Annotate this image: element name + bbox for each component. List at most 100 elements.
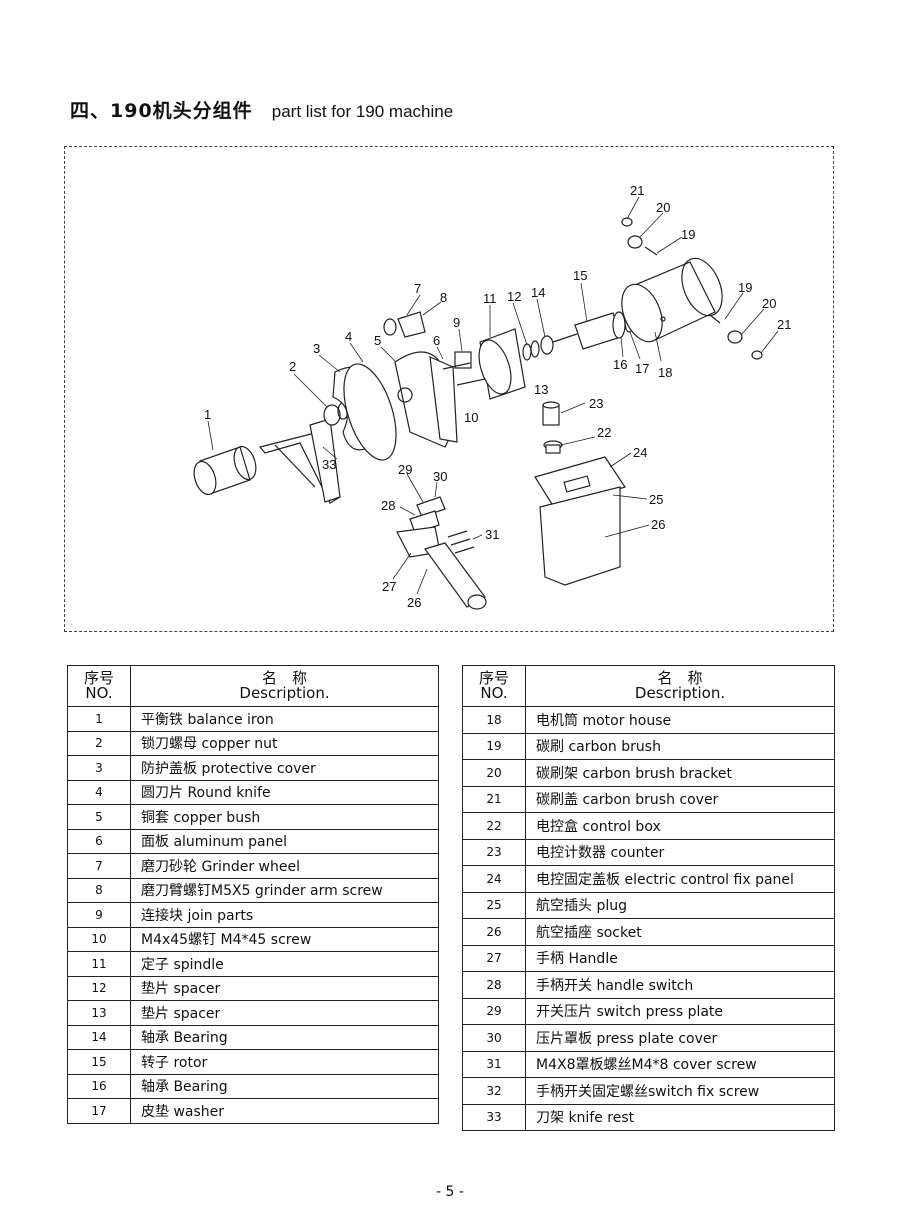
callout-20-right: 20 bbox=[762, 296, 776, 311]
callout-9: 9 bbox=[453, 315, 460, 330]
part-desc-text: 轴承 Bearing bbox=[141, 1079, 228, 1096]
exploded-diagram-svg: 1 2 3 4 5 6 7 8 9 10 11 12 13 14 15 16 1… bbox=[193, 183, 791, 610]
header-desc-cn: 名 称 bbox=[657, 669, 703, 687]
part-no: 6 bbox=[67, 828, 131, 854]
callout-18: 18 bbox=[658, 365, 672, 380]
part-desc: 定子 spindle bbox=[130, 951, 439, 977]
part-desc: 面板 aluminum panel bbox=[130, 828, 439, 854]
part-desc: 电控计数器 counter bbox=[525, 838, 835, 866]
part-desc: 垫片 spacer bbox=[130, 1000, 439, 1026]
table-row: 30 压片罩板 press plate cover bbox=[462, 1024, 835, 1052]
part-desc: 碳刷盖 carbon brush cover bbox=[525, 785, 835, 813]
part-no: 10 bbox=[67, 926, 131, 952]
callout-25: 22 bbox=[597, 425, 611, 440]
part-no: 20 bbox=[462, 759, 526, 787]
part-no: 25 bbox=[462, 891, 526, 919]
part-desc: 航空插头 plug bbox=[525, 891, 835, 919]
part-desc: 铜套 copper bush bbox=[130, 804, 439, 830]
part-no: 30 bbox=[462, 1024, 526, 1052]
callout-33: 33 bbox=[322, 457, 336, 472]
header-no-en: NO. bbox=[85, 684, 113, 702]
title-english: part list for 190 machine bbox=[271, 102, 454, 121]
callout-31: 30 bbox=[433, 469, 447, 484]
header-no: 序号 NO. bbox=[67, 665, 131, 707]
callout-23: 25 bbox=[649, 492, 663, 507]
callout-17: 17 bbox=[635, 361, 649, 376]
part-desc: 压片罩板 press plate cover bbox=[525, 1024, 835, 1052]
part-balance-iron bbox=[193, 445, 257, 496]
part-desc-text: 压片罩板 press plate cover bbox=[536, 1030, 718, 1047]
callout-labels: 1 2 3 4 5 6 7 8 9 10 11 12 13 14 15 16 1… bbox=[204, 183, 791, 610]
part-desc: 手柄 Handle bbox=[525, 944, 835, 972]
exploded-diagram: 1 2 3 4 5 6 7 8 9 10 11 12 13 14 15 16 1… bbox=[64, 146, 834, 632]
part-no: 8 bbox=[67, 877, 131, 903]
header-no-cn: 序号 bbox=[478, 669, 509, 687]
callout-10: 10 bbox=[464, 410, 478, 425]
callout-24: 24 bbox=[633, 445, 647, 460]
part-desc-text: 皮垫 washer bbox=[141, 1103, 225, 1120]
part-no: 29 bbox=[462, 997, 526, 1025]
part-no: 21 bbox=[462, 785, 526, 813]
part-desc-text: M4X8罩板螺丝M4*8 cover screw bbox=[536, 1057, 757, 1074]
part-no: 13 bbox=[67, 1000, 131, 1026]
leader-lines bbox=[207, 196, 779, 595]
part-no: 28 bbox=[462, 971, 526, 999]
part-desc-text: 碳刷盖 carbon brush cover bbox=[536, 792, 719, 809]
part-desc: 手柄开关固定螺丝switch fix screw bbox=[525, 1077, 835, 1105]
part-grinder-wheel bbox=[383, 311, 426, 338]
table-row: 13 垫片 spacer bbox=[67, 1000, 439, 1026]
callout-26: 23 bbox=[589, 396, 603, 411]
callout-21-right: 21 bbox=[777, 317, 791, 332]
callout-6: 6 bbox=[433, 333, 440, 348]
callout-32: 31 bbox=[485, 527, 499, 542]
part-desc: 碳刷 carbon brush bbox=[525, 732, 835, 760]
part-desc-text: 手柄开关固定螺丝switch fix screw bbox=[536, 1083, 760, 1100]
part-brush-top bbox=[621, 217, 658, 256]
part-brush-right bbox=[709, 314, 763, 360]
part-round-knife bbox=[343, 363, 397, 461]
part-desc-text: 连接块 join parts bbox=[141, 907, 254, 924]
part-rotor bbox=[552, 311, 634, 350]
part-desc: 垫片 spacer bbox=[130, 975, 439, 1001]
part-no: 18 bbox=[462, 706, 526, 734]
header-no-cn: 序号 bbox=[83, 669, 114, 687]
callout-14: 14 bbox=[531, 285, 545, 300]
part-desc-text: 磨刀砂轮 Grinder wheel bbox=[141, 858, 300, 875]
callout-27: 26 bbox=[407, 595, 421, 610]
title-chinese: 四、190机头分组件 bbox=[70, 100, 253, 122]
part-desc-text: 锁刀螺母 copper nut bbox=[141, 736, 278, 753]
part-desc: 航空插座 socket bbox=[525, 918, 835, 946]
part-no: 27 bbox=[462, 944, 526, 972]
part-desc-text: 面板 aluminum panel bbox=[141, 834, 287, 851]
part-no: 19 bbox=[462, 732, 526, 760]
table-row: 21 碳刷盖 carbon brush cover bbox=[462, 785, 835, 813]
part-plug bbox=[543, 440, 563, 454]
part-motor-house bbox=[621, 257, 723, 343]
table-header: 序号 NO. 名 称 Description. bbox=[462, 665, 835, 707]
table-row: 31 M4X8罩板螺丝M4*8 cover screw bbox=[462, 1050, 835, 1078]
part-desc-text: 垫片 spacer bbox=[141, 1005, 221, 1022]
part-switch-plates bbox=[409, 496, 446, 534]
part-no: 31 bbox=[462, 1050, 526, 1078]
callout-12: 12 bbox=[507, 289, 521, 304]
callout-7: 7 bbox=[414, 281, 421, 296]
part-desc-text: 防护盖板 protective cover bbox=[141, 760, 316, 777]
part-desc: 连接块 join parts bbox=[130, 902, 439, 928]
part-desc: 电机筒 motor house bbox=[525, 706, 835, 734]
callout-8: 8 bbox=[440, 290, 447, 305]
header-desc-en: Description. bbox=[239, 684, 330, 702]
part-desc: M4x45螺钉 M4*45 screw bbox=[130, 926, 439, 952]
part-desc: 电控盒 control box bbox=[525, 812, 835, 840]
part-socket bbox=[542, 401, 560, 426]
